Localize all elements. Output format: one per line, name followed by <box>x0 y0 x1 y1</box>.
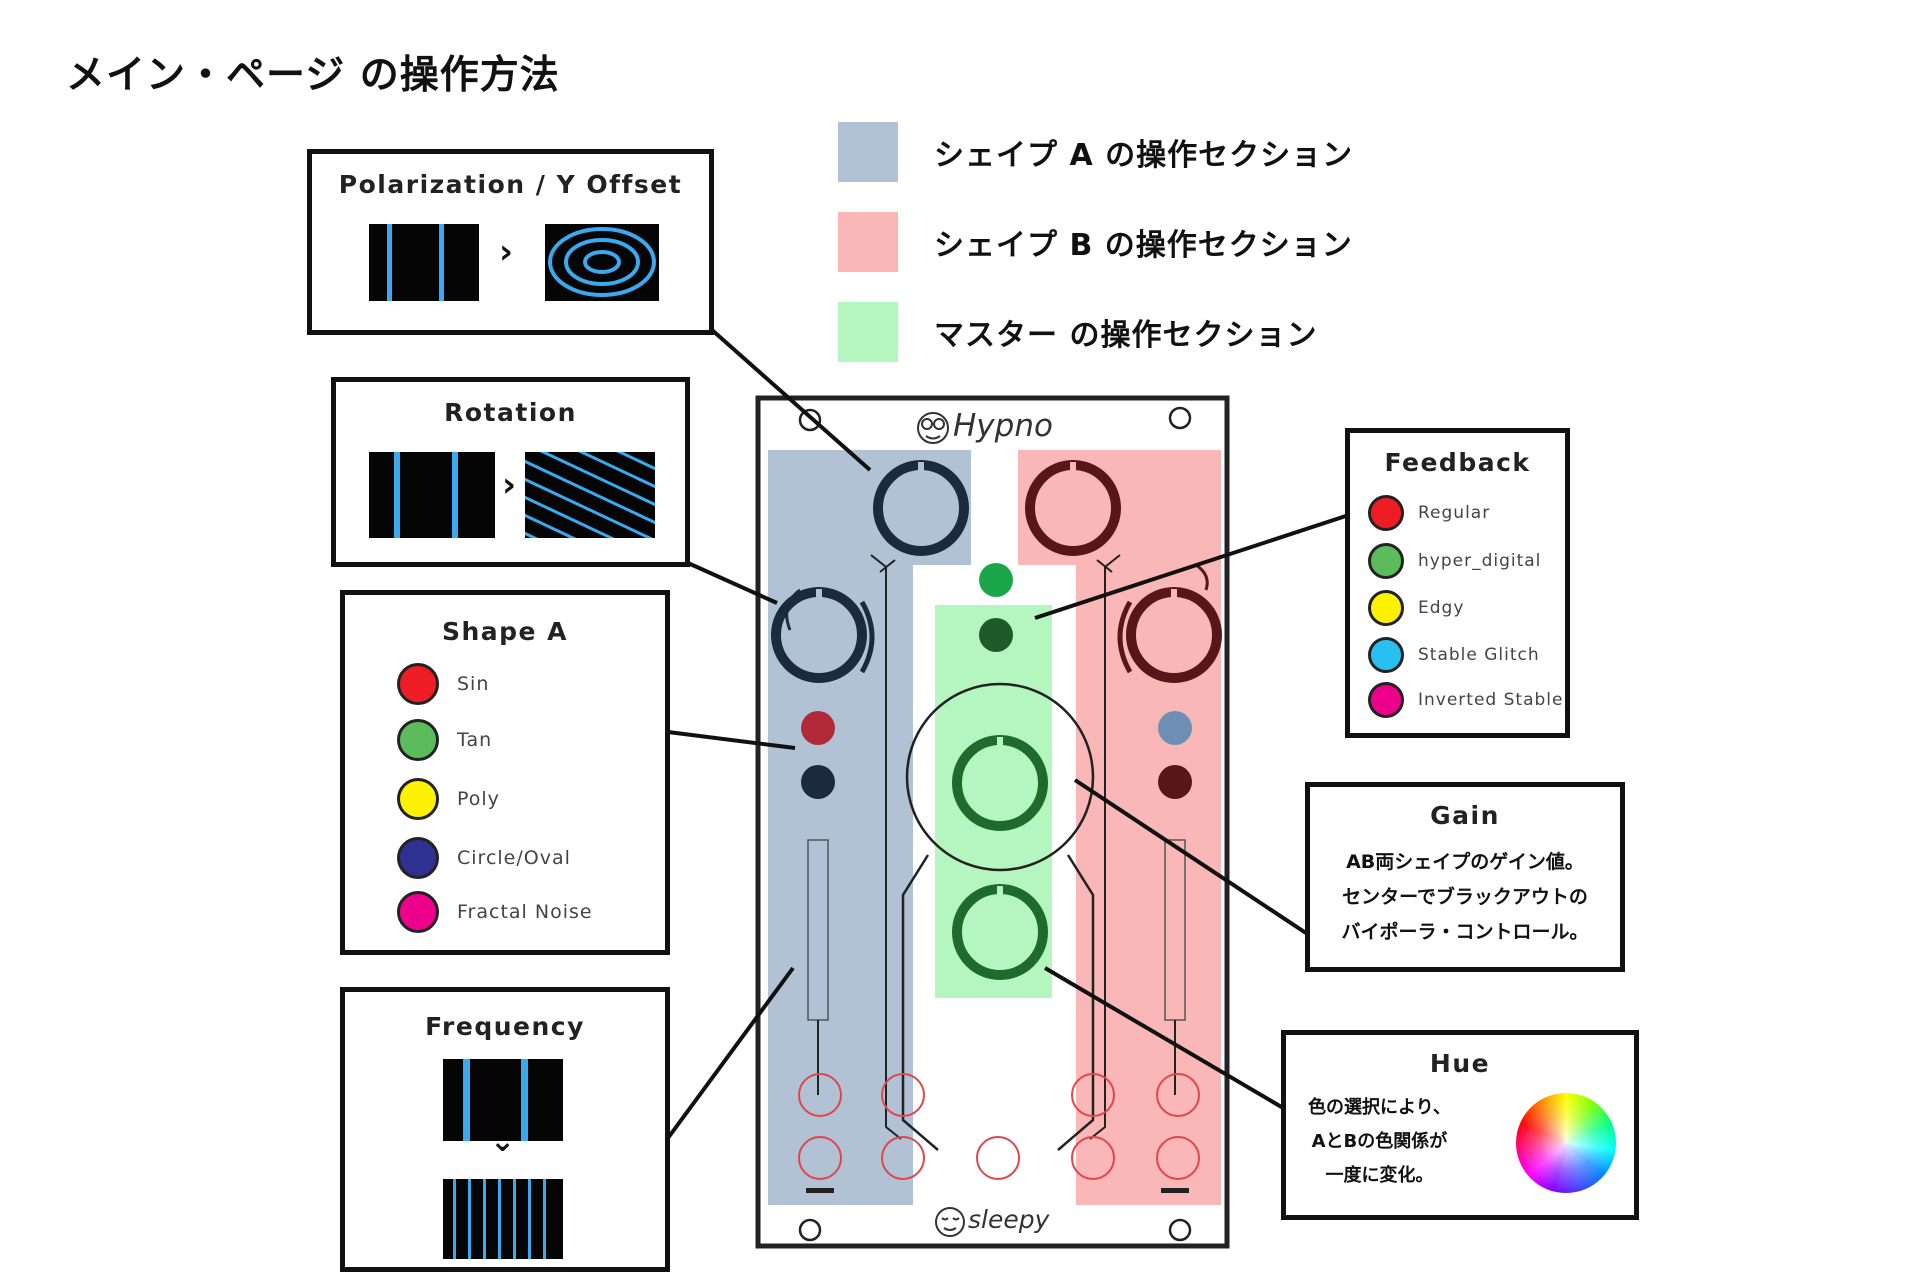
shape-b-indicator <box>1158 711 1192 745</box>
rotation-b-knob[interactable] <box>1117 563 1222 683</box>
frequency-callout: Frequency ⌄ <box>340 987 670 1272</box>
polarization-title: Polarization / Y Offset <box>338 170 683 199</box>
gain-knob[interactable] <box>952 735 1048 831</box>
cyan-dot-icon <box>1368 637 1404 673</box>
cv-jack <box>881 1073 925 1117</box>
legend-item-shape-b: シェイプ B の操作セクション <box>838 212 1353 272</box>
gain-description: AB両シェイプのゲイン値。 センターでブラックアウトの バイポーラ・コントロール… <box>1341 851 1589 943</box>
shape-a-indicator <box>801 711 835 745</box>
screw-icon <box>1168 406 1192 430</box>
leader-frequency <box>666 966 795 1140</box>
screw-icon <box>798 408 822 432</box>
diagonal-stripes-image <box>525 452 655 538</box>
legend-item-shape-a: シェイプ A の操作セクション <box>838 122 1353 182</box>
green-dot-icon <box>1368 543 1404 579</box>
frequency-title: Frequency <box>425 1012 585 1041</box>
shape-b-dash <box>1161 1188 1189 1193</box>
shape-option-poly: Poly <box>397 778 500 820</box>
cv-jack <box>798 1073 842 1117</box>
polarization-arrow: › <box>499 232 514 272</box>
navy-dot-icon <box>397 837 439 879</box>
vertical-stripes-image <box>369 224 479 301</box>
polarization-callout: Polarization / Y Offset › <box>307 149 714 335</box>
screw-icon <box>1168 1218 1192 1242</box>
gain-title: Gain <box>1430 801 1500 830</box>
vertical-stripes-image <box>369 452 495 538</box>
cv-jack <box>1071 1136 1115 1180</box>
screw-icon <box>798 1218 822 1242</box>
shape-a-callout: Shape A Sin Tan Poly Circle/Oval Fractal… <box>340 590 670 955</box>
gain-knob-outline <box>905 682 1095 872</box>
master-led-top <box>979 563 1013 597</box>
hue-description: 色の選択により、 AとBの色関係が 一度に変化。 <box>1308 1097 1451 1186</box>
cv-jack <box>976 1136 1020 1180</box>
shape-option-tan: Tan <box>397 719 492 761</box>
leader-feedback <box>1034 510 1359 620</box>
feedback-option-hyper-digital: hyper_digital <box>1368 543 1541 579</box>
rotation-callout: Rotation › <box>331 377 690 567</box>
shape-option-fractal: Fractal Noise <box>397 891 593 933</box>
leader-polarization <box>710 328 872 472</box>
shape-a-dash <box>806 1188 834 1193</box>
concentric-rings-image <box>545 224 659 301</box>
legend-label-master: マスター の操作セクション <box>934 318 1318 353</box>
legend-swatch-shape-a <box>838 122 898 182</box>
red-dot-icon <box>397 663 439 705</box>
cv-jack <box>1071 1073 1115 1117</box>
hue-knob[interactable] <box>952 884 1048 980</box>
hypno-logo-icon <box>917 412 949 444</box>
module-maker: sleepy <box>968 1205 1050 1234</box>
cv-jack <box>881 1136 925 1180</box>
frequency-arrow: ⌄ <box>490 1124 516 1159</box>
cv-jack <box>1156 1136 1200 1180</box>
hue-callout: Hue 色の選択により、 AとBの色関係が 一度に変化。 <box>1281 1030 1639 1220</box>
red-dot-icon <box>1368 495 1404 531</box>
narrow-stripes-image <box>443 1179 563 1259</box>
legend-label-shape-a: シェイプ A の操作セクション <box>934 138 1354 173</box>
feedback-led <box>979 618 1013 652</box>
feedback-b-indicator <box>1158 765 1192 799</box>
legend-label-shape-b: シェイプ B の操作セクション <box>934 228 1353 263</box>
yellow-dot-icon <box>1368 590 1404 626</box>
leader-hue <box>1043 966 1292 1114</box>
page-title: メイン・ページ の操作方法 <box>66 53 560 98</box>
magenta-dot-icon <box>1368 682 1404 718</box>
wide-stripes-image <box>443 1059 563 1141</box>
legend-item-master: マスター の操作セクション <box>838 302 1317 362</box>
rotation-arrow: › <box>502 465 517 505</box>
feedback-option-edgy: Edgy <box>1368 590 1464 626</box>
magenta-dot-icon <box>397 891 439 933</box>
shape-a-title: Shape A <box>441 617 569 646</box>
feedback-title: Feedback <box>1384 448 1531 477</box>
feedback-option-stable-glitch: Stable Glitch <box>1368 637 1540 673</box>
sleepy-logo-icon <box>935 1207 965 1237</box>
feedback-option-inverted-stable: Inverted Stable <box>1368 682 1563 718</box>
leader-shape-a <box>667 730 796 750</box>
leader-rotation <box>687 561 778 605</box>
color-wheel-icon <box>1516 1093 1616 1193</box>
shape-option-circle: Circle/Oval <box>397 837 571 879</box>
feedback-a-indicator <box>801 765 835 799</box>
yellow-dot-icon <box>397 778 439 820</box>
cv-jack <box>798 1136 842 1180</box>
legend-swatch-shape-b <box>838 212 898 272</box>
shape-option-sin: Sin <box>397 663 489 705</box>
module-brand: Hypno <box>953 408 1053 444</box>
green-dot-icon <box>397 719 439 761</box>
legend-swatch-master <box>838 302 898 362</box>
rotation-title: Rotation <box>444 398 577 427</box>
rotation-a-knob[interactable] <box>771 587 875 683</box>
polarization-b-knob[interactable] <box>1025 460 1121 556</box>
gain-callout: Gain AB両シェイプのゲイン値。 センターでブラックアウトの バイポーラ・コ… <box>1305 782 1625 972</box>
feedback-option-regular: Regular <box>1368 495 1490 531</box>
hue-title: Hue <box>1429 1049 1491 1078</box>
feedback-callout: Feedback Regular hyper_digital Edgy Stab… <box>1345 428 1570 738</box>
polarization-a-knob[interactable] <box>873 460 969 556</box>
leader-gain <box>1073 778 1314 939</box>
cv-jack <box>1156 1073 1200 1117</box>
